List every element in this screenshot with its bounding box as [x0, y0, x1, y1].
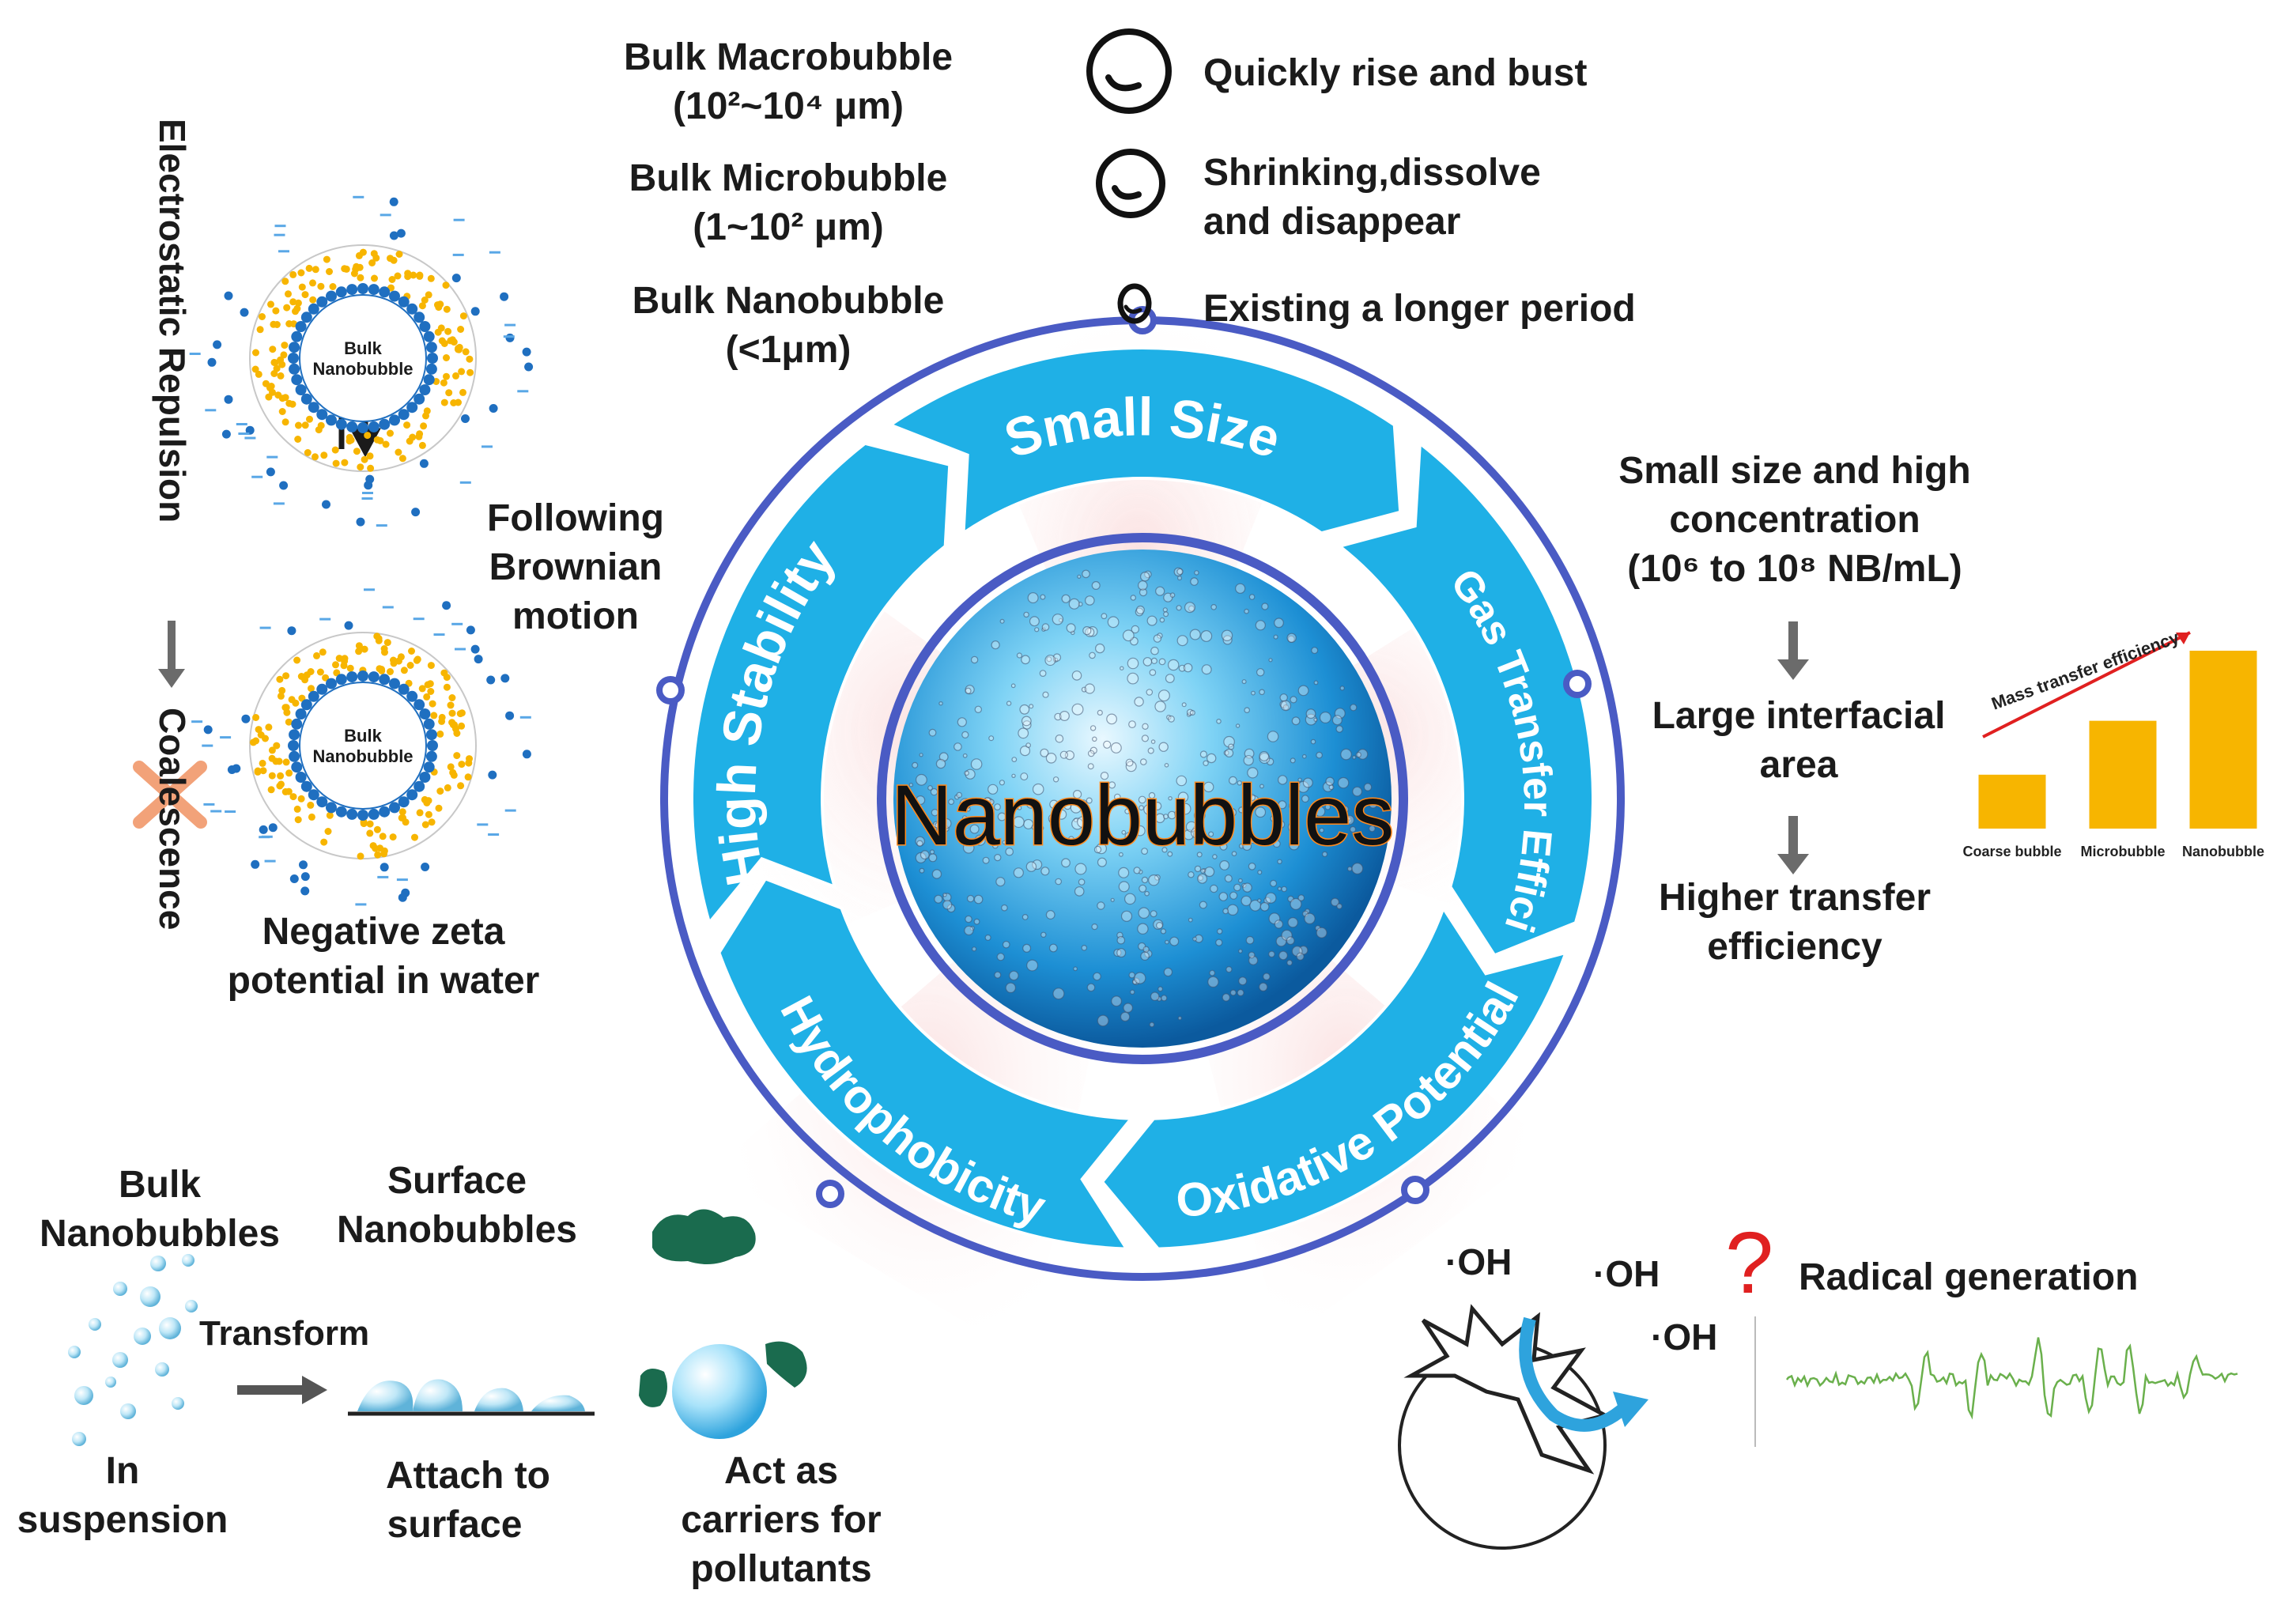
carriers-line-1: Act as [723, 1450, 839, 1492]
brownian-line-1: Following [487, 497, 664, 539]
macrobubble-name: Bulk Macrobubble [623, 36, 954, 78]
surface-nb-line-2: Nanobubbles [336, 1209, 578, 1251]
bulk-nb-line-1: Bulk [118, 1164, 202, 1206]
microbubble-range: (1~10² μm) [693, 206, 884, 248]
zeta-line-1: Negative zeta [262, 911, 505, 953]
macrobubble-icon [1086, 28, 1172, 114]
mini-chart-bar [2189, 651, 2257, 829]
gas-line-1: Small size and high [1618, 450, 1971, 492]
burst-shape [1403, 1304, 1611, 1475]
bubble-top-label-1: Bulk [344, 338, 382, 358]
mini-chart-trend-label: Mass transfer efficiency [1988, 627, 2182, 713]
microbubble-name: Bulk Microbubble [629, 157, 948, 199]
radical-oh-1: ·OH [1445, 1241, 1512, 1282]
gas-step3-line-1: Higher transfer [1658, 877, 1932, 919]
mini-chart-category: Coarse bubble [1962, 844, 2061, 859]
carrier-bubble [672, 1344, 767, 1439]
radical-generation-label: Radical generation [1799, 1256, 2139, 1298]
radical-oh-3: ·OH [1651, 1316, 1718, 1358]
question-mark-icon: ? [1725, 1214, 1774, 1312]
inner-ring-circle [877, 533, 1408, 1064]
surface-nb-line-1: Surface [387, 1160, 527, 1202]
zeta-line-2: potential in water [227, 960, 540, 1002]
radical-oh-2: ·OH [1593, 1253, 1660, 1294]
ring-band [690, 346, 1595, 1251]
macrobubble-behavior: Quickly rise and bust [1203, 52, 1588, 94]
nanobubble-sphere [893, 550, 1392, 1048]
mass-transfer-chart: Coarse bubble Microbubble Nanobubble Mass t… [1962, 627, 2264, 859]
transform-arrow [237, 1376, 327, 1404]
coalescence-label: Coalescence [152, 708, 193, 931]
center-title: Nanobubbles [891, 767, 1395, 863]
microbubble-behavior-2: and disappear [1203, 201, 1461, 243]
surface-bubbles [348, 1379, 595, 1416]
mini-chart-bar [2089, 720, 2157, 829]
attach-line-2: surface [387, 1504, 523, 1546]
pollutant-blobs [639, 1209, 807, 1407]
gas-line-2: concentration [1669, 499, 1920, 541]
epr-signal [1754, 1316, 2238, 1447]
radical-arrow [1519, 1316, 1629, 1432]
electrostatic-repulsion-label: Electrostatic Repulsion [152, 119, 193, 523]
gas-transfer-arrows [1777, 621, 1809, 874]
bulk-nb-line-2: Nanobubbles [39, 1213, 281, 1255]
coalescence-cross-icon [133, 761, 207, 829]
gas-line-3: (10⁶ to 10⁸ NB/mL) [1627, 548, 1962, 590]
gas-step2-line-1: Large interfacial [1652, 695, 1946, 737]
nanobubble-range: (<1μm) [725, 329, 852, 371]
gas-step2-line-2: area [1759, 744, 1838, 786]
mini-chart-category: Nanobubble [2182, 844, 2264, 859]
sphere-bubbles [908, 567, 1378, 1028]
mini-chart-bar [1978, 774, 2046, 829]
carriers-line-2: carriers for [681, 1499, 882, 1541]
attach-line-1: Attach to [386, 1455, 550, 1497]
carriers-line-3: pollutants [690, 1548, 872, 1590]
bubble-bottom-label-2: Nanobubble [312, 746, 414, 766]
suspension-line-1: In [105, 1450, 140, 1492]
microbubble-behavior-1: Shrinking,dissolve [1203, 152, 1541, 194]
nanobubble-behavior: Existing a longer period [1203, 288, 1636, 330]
nanobubble-name: Bulk Nanobubble [632, 280, 945, 322]
mini-chart-category: Microbubble [2081, 844, 2166, 859]
bubble-bottom-label-1: Bulk [344, 726, 382, 746]
brownian-line-3: motion [512, 595, 639, 637]
gas-step3-line-2: efficiency [1707, 926, 1882, 968]
microbubble-icon [1096, 149, 1165, 218]
brownian-line-2: Brownian [489, 546, 663, 588]
charged-bubble-top [189, 195, 534, 527]
nanobubble-icon [1117, 283, 1152, 324]
macrobubble-range: (10²~10⁴ μm) [673, 85, 904, 127]
radical-arrowhead [1613, 1392, 1648, 1427]
charged-bubble-bottom [191, 588, 531, 906]
bubble-top-label-2: Nanobubble [312, 359, 414, 379]
suspension-line-2: suspension [17, 1499, 228, 1541]
suspension-bubbles [68, 1254, 198, 1446]
size-icons [1086, 28, 1172, 324]
transform-label: Transform [199, 1314, 370, 1353]
